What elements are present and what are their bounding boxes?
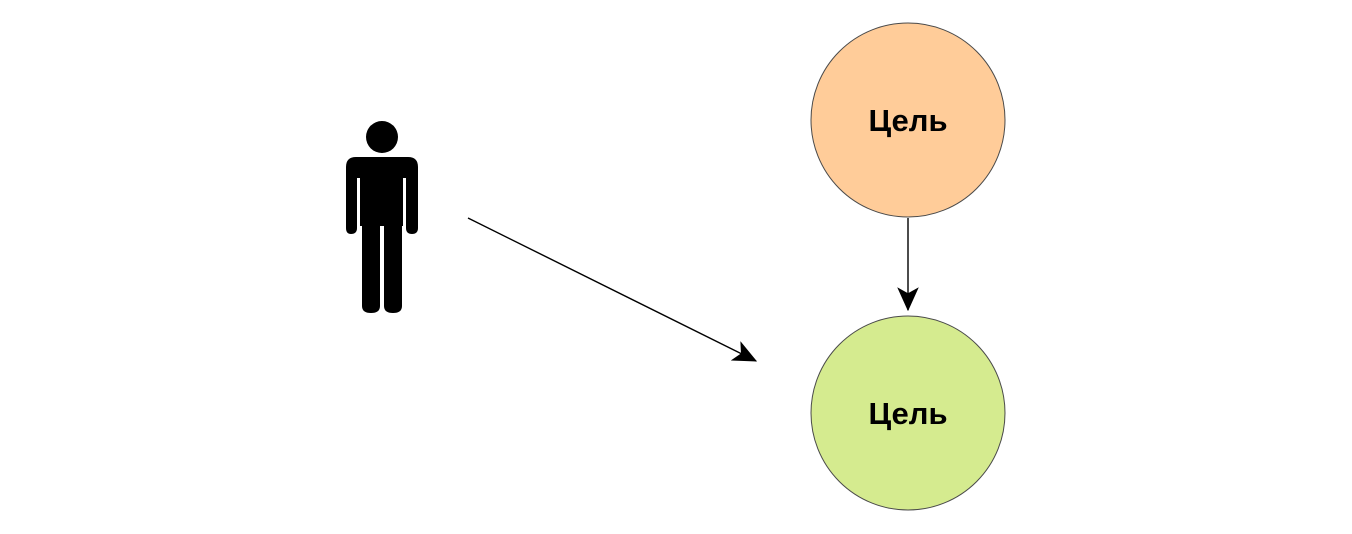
goal-node-bottom-label: Цель [868,396,947,431]
goal-node-top: Цель [810,22,1006,218]
goal-node-bottom-circle [810,315,1006,511]
goal-node-top-label: Цель [868,103,947,138]
goal-node-bottom: Цель [810,315,1006,511]
person-icon [346,121,418,313]
arrow-person-to-goal [467,217,758,362]
goal-node-top-circle [810,22,1006,218]
